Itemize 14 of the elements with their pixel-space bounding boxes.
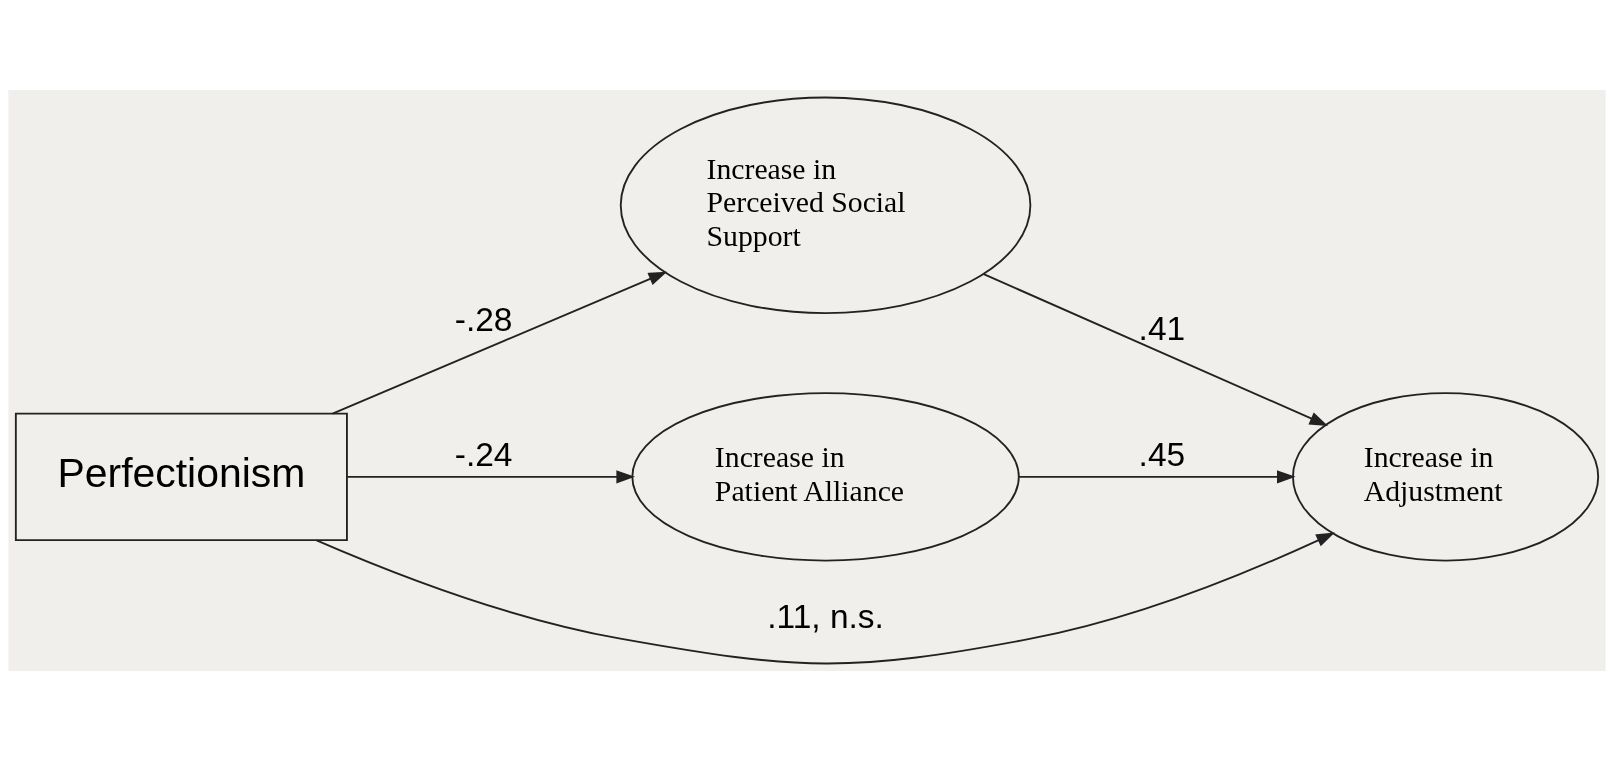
node-ellipse: Increase in Perceived Social Support <box>619 96 1032 314</box>
node-box: Perfectionism <box>14 412 348 541</box>
arrow <box>1018 469 1296 483</box>
edge-label: .11, n.s. <box>767 597 884 635</box>
node-ellipse: Increase in Patient Alliance <box>631 391 1020 561</box>
edge-label: .41 <box>1138 309 1186 347</box>
edge-label: .45 <box>1138 435 1186 473</box>
edge-label: -.24 <box>454 435 513 473</box>
arrow <box>982 272 1329 426</box>
edge-label: -.28 <box>454 300 513 338</box>
node-ellipse: Increase in Adjustment <box>1292 391 1600 561</box>
arrow <box>346 469 635 483</box>
arrow <box>331 271 668 414</box>
arrow <box>315 532 1335 664</box>
